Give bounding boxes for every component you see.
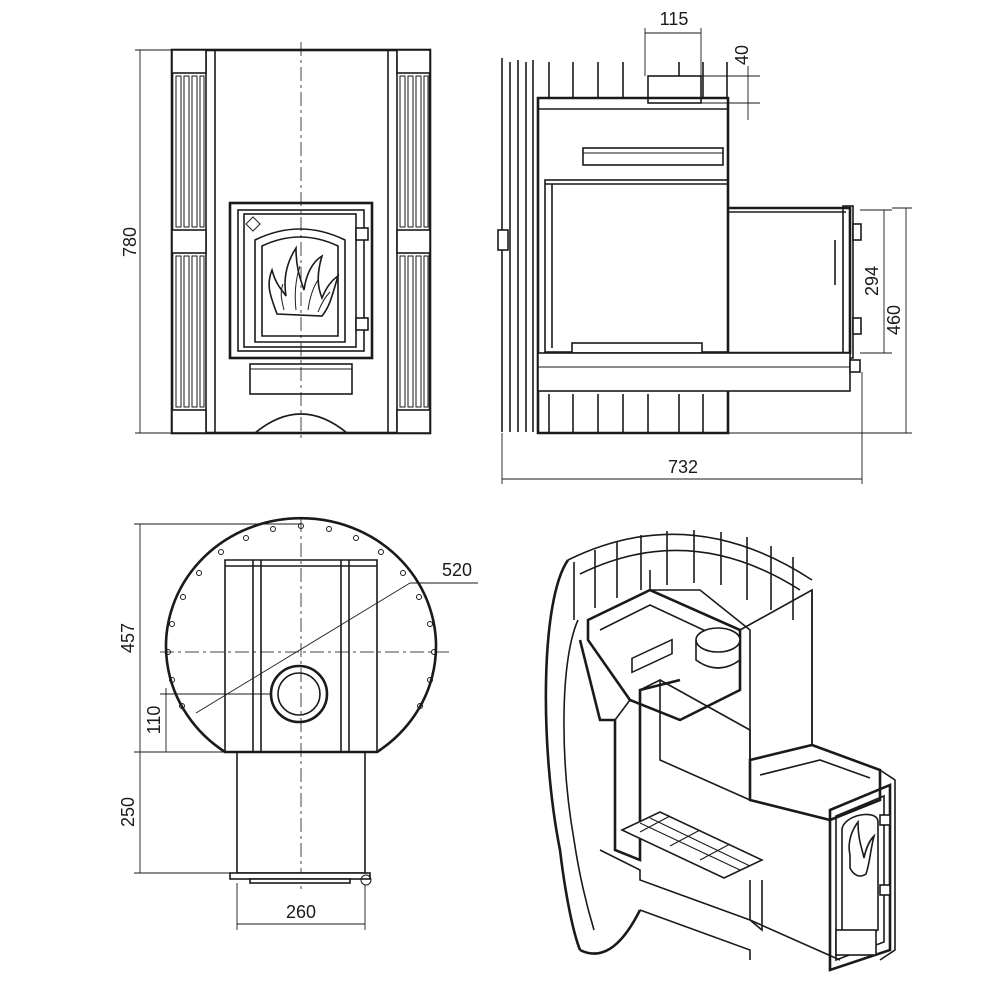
side-cage-left xyxy=(497,58,534,432)
dim-520-label: 520 xyxy=(442,560,472,580)
plan-cage-bar-studs xyxy=(165,523,437,709)
side-view xyxy=(497,58,862,435)
dim-294-label: 294 xyxy=(862,266,882,296)
dim-732-label: 732 xyxy=(668,457,698,477)
front-left-stone-ribs xyxy=(175,75,205,408)
iso-fire-grate xyxy=(620,811,764,879)
plan-diameter-dimension: 520 xyxy=(442,560,472,580)
side-door-opening-dimension: 294 xyxy=(860,209,892,354)
side-top-flue-width-dimension: 115 xyxy=(644,9,702,76)
side-top-flue-offset-dimension: 40 xyxy=(701,45,760,120)
dim-460-label: 460 xyxy=(884,305,904,335)
dim-457-label: 457 xyxy=(118,623,138,653)
front-firebox-door xyxy=(228,201,374,360)
isometric-cutaway-view xyxy=(544,530,896,972)
side-cage-bottom xyxy=(548,394,704,432)
dim-780-label: 780 xyxy=(120,227,140,257)
side-tunnel-height-dimension: 460 xyxy=(728,207,912,434)
plan-tunnel-width-dimension: 260 xyxy=(236,883,366,930)
front-height-dimension: 780 xyxy=(120,49,172,434)
front-right-stone-ribs xyxy=(399,75,429,408)
plan-tunnel-length-dimension: 250 xyxy=(118,752,230,874)
iso-cage-top-bars xyxy=(573,530,794,620)
plan-depth-dimension: 457 xyxy=(118,523,301,753)
dim-115-label: 115 xyxy=(660,9,689,29)
plan-flue-offset-dimension: 110 xyxy=(144,688,271,752)
flame-emblem-icon xyxy=(268,245,340,317)
iso-firebox-door xyxy=(828,783,892,972)
plan-view xyxy=(160,516,478,890)
dim-110-label: 110 xyxy=(144,706,164,735)
front-view xyxy=(170,42,432,440)
dim-250-label: 250 xyxy=(118,797,138,827)
side-total-depth-dimension: 732 xyxy=(501,372,863,484)
dim-40-label: 40 xyxy=(732,45,752,65)
dim-260-label: 260 xyxy=(286,902,316,922)
